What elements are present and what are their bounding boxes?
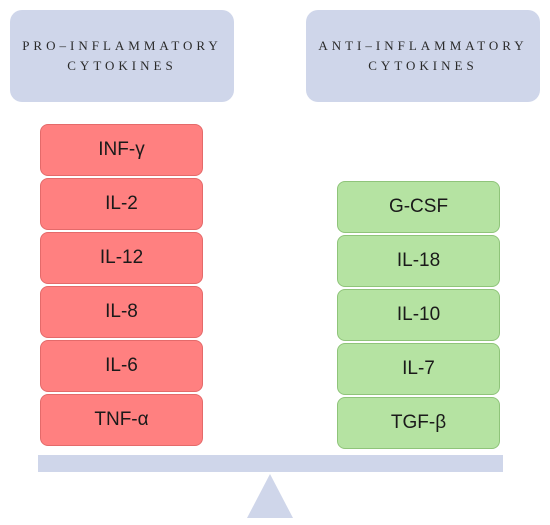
balance-fulcrum-icon [247, 474, 293, 518]
pro-inflammatory-header-line1: PRO–INFLAMMATORY [22, 38, 222, 53]
cytokine-block-tgf-beta: TGF-β [337, 397, 500, 449]
cytokine-block-inf-gamma: INF-γ [40, 124, 203, 176]
anti-inflammatory-stack: G-CSF IL-18 IL-10 IL-7 TGF-β [337, 181, 500, 449]
fulcrum-triangle [247, 474, 293, 518]
cytokine-block-il-6: IL-6 [40, 340, 203, 392]
cytokine-block-tnf-alpha: TNF-α [40, 394, 203, 446]
cytokine-block-il-8: IL-8 [40, 286, 203, 338]
anti-inflammatory-header-line1: ANTI–INFLAMMATORY [318, 38, 528, 53]
cytokine-block-g-csf: G-CSF [337, 181, 500, 233]
cytokine-block-il-2: IL-2 [40, 178, 203, 230]
anti-inflammatory-header: ANTI–INFLAMMATORY CYTOKINES [306, 10, 540, 102]
pro-inflammatory-header: PRO–INFLAMMATORY CYTOKINES [10, 10, 234, 102]
cytokine-block-il-7: IL-7 [337, 343, 500, 395]
cytokine-block-il-10: IL-10 [337, 289, 500, 341]
cytokine-block-il-12: IL-12 [40, 232, 203, 284]
anti-inflammatory-header-line2: CYTOKINES [368, 58, 478, 73]
pro-inflammatory-stack: INF-γ IL-2 IL-12 IL-8 IL-6 TNF-α [40, 124, 203, 446]
balance-beam [38, 455, 503, 472]
cytokine-block-il-18: IL-18 [337, 235, 500, 287]
pro-inflammatory-header-line2: CYTOKINES [67, 58, 177, 73]
